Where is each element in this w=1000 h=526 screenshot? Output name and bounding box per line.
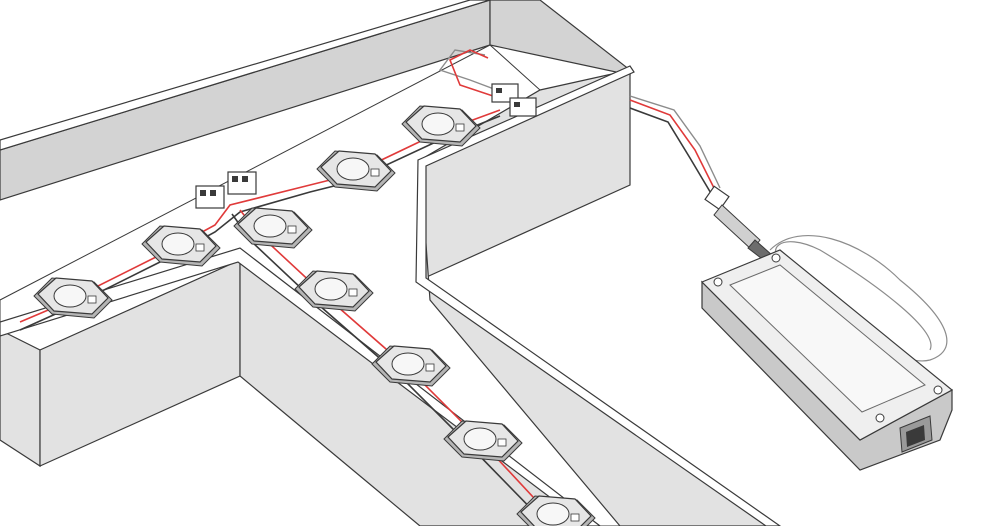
channel-front-wall-left <box>0 329 41 468</box>
splice-connector <box>509 97 537 117</box>
adapter-screw <box>771 253 781 263</box>
adapter-label-panel <box>729 264 926 413</box>
wire-to-adapter-red <box>629 99 716 191</box>
channel-enclosure <box>0 0 782 526</box>
wire-to-adapter-gray <box>629 95 721 189</box>
adapter-screw <box>875 413 885 423</box>
adapter-screw <box>933 385 943 395</box>
dc-barrel-connector <box>704 185 773 263</box>
splice-connector <box>227 171 257 195</box>
wire-to-adapter-black <box>629 107 713 196</box>
splice-connector <box>195 185 225 209</box>
ac-inlet-socket <box>899 415 933 453</box>
channel-rim-inner <box>415 65 782 526</box>
splice-connectors <box>195 83 537 209</box>
adapter-screw <box>713 277 723 287</box>
wire-feed-loop-red <box>448 49 506 101</box>
power-supply <box>700 185 954 471</box>
channel-rim-front <box>0 247 601 526</box>
channel-rim-back <box>0 0 491 151</box>
